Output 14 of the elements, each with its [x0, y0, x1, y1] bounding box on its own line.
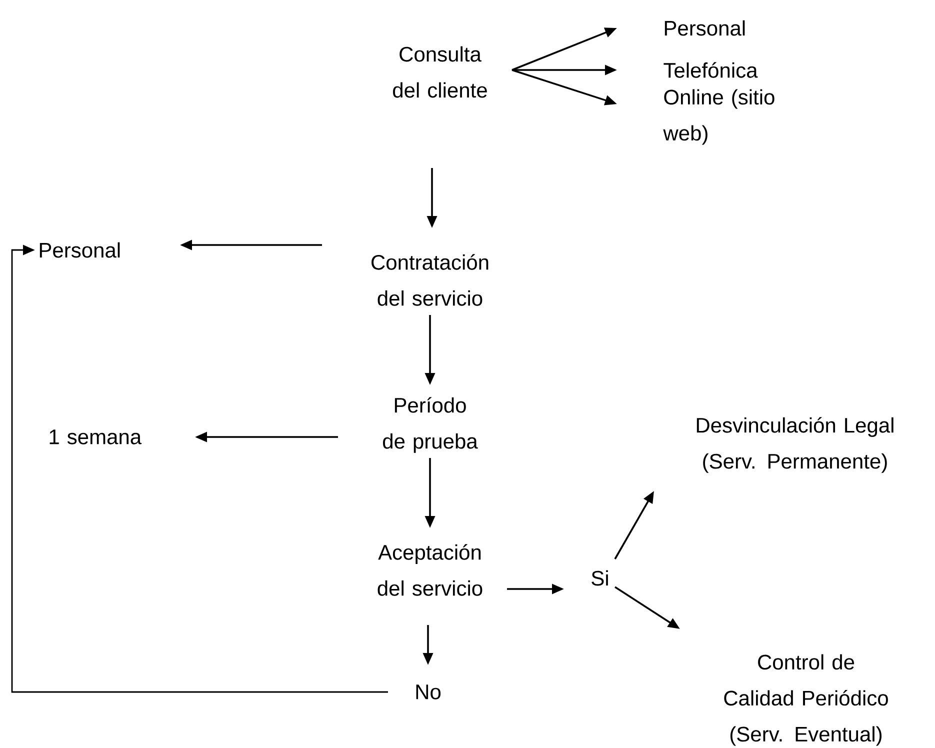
flow-text: Aceptación del servicio — [378, 544, 482, 596]
flow-text: Contratación del servicio — [372, 254, 488, 306]
flow-text: No — [416, 684, 441, 700]
flow-text: Período de prueba — [383, 397, 478, 453]
flow-text: Si — [592, 570, 608, 586]
flow-text: Telefónica — [664, 62, 758, 78]
flow-text: Consulta del cliente — [393, 46, 487, 98]
flow-text: Control de Calidad Periódico (Serv. Eventual) — [724, 654, 888, 746]
flow-text: Personal — [664, 20, 745, 36]
arrow — [11, 244, 388, 693]
flow-text: Online (sitio web) — [663, 89, 774, 145]
flow-text: Personal — [40, 242, 120, 258]
flow-text: Desvinculación Legal (Serv. Permanente) — [696, 417, 894, 473]
flow-text: 1 semana — [50, 430, 142, 444]
